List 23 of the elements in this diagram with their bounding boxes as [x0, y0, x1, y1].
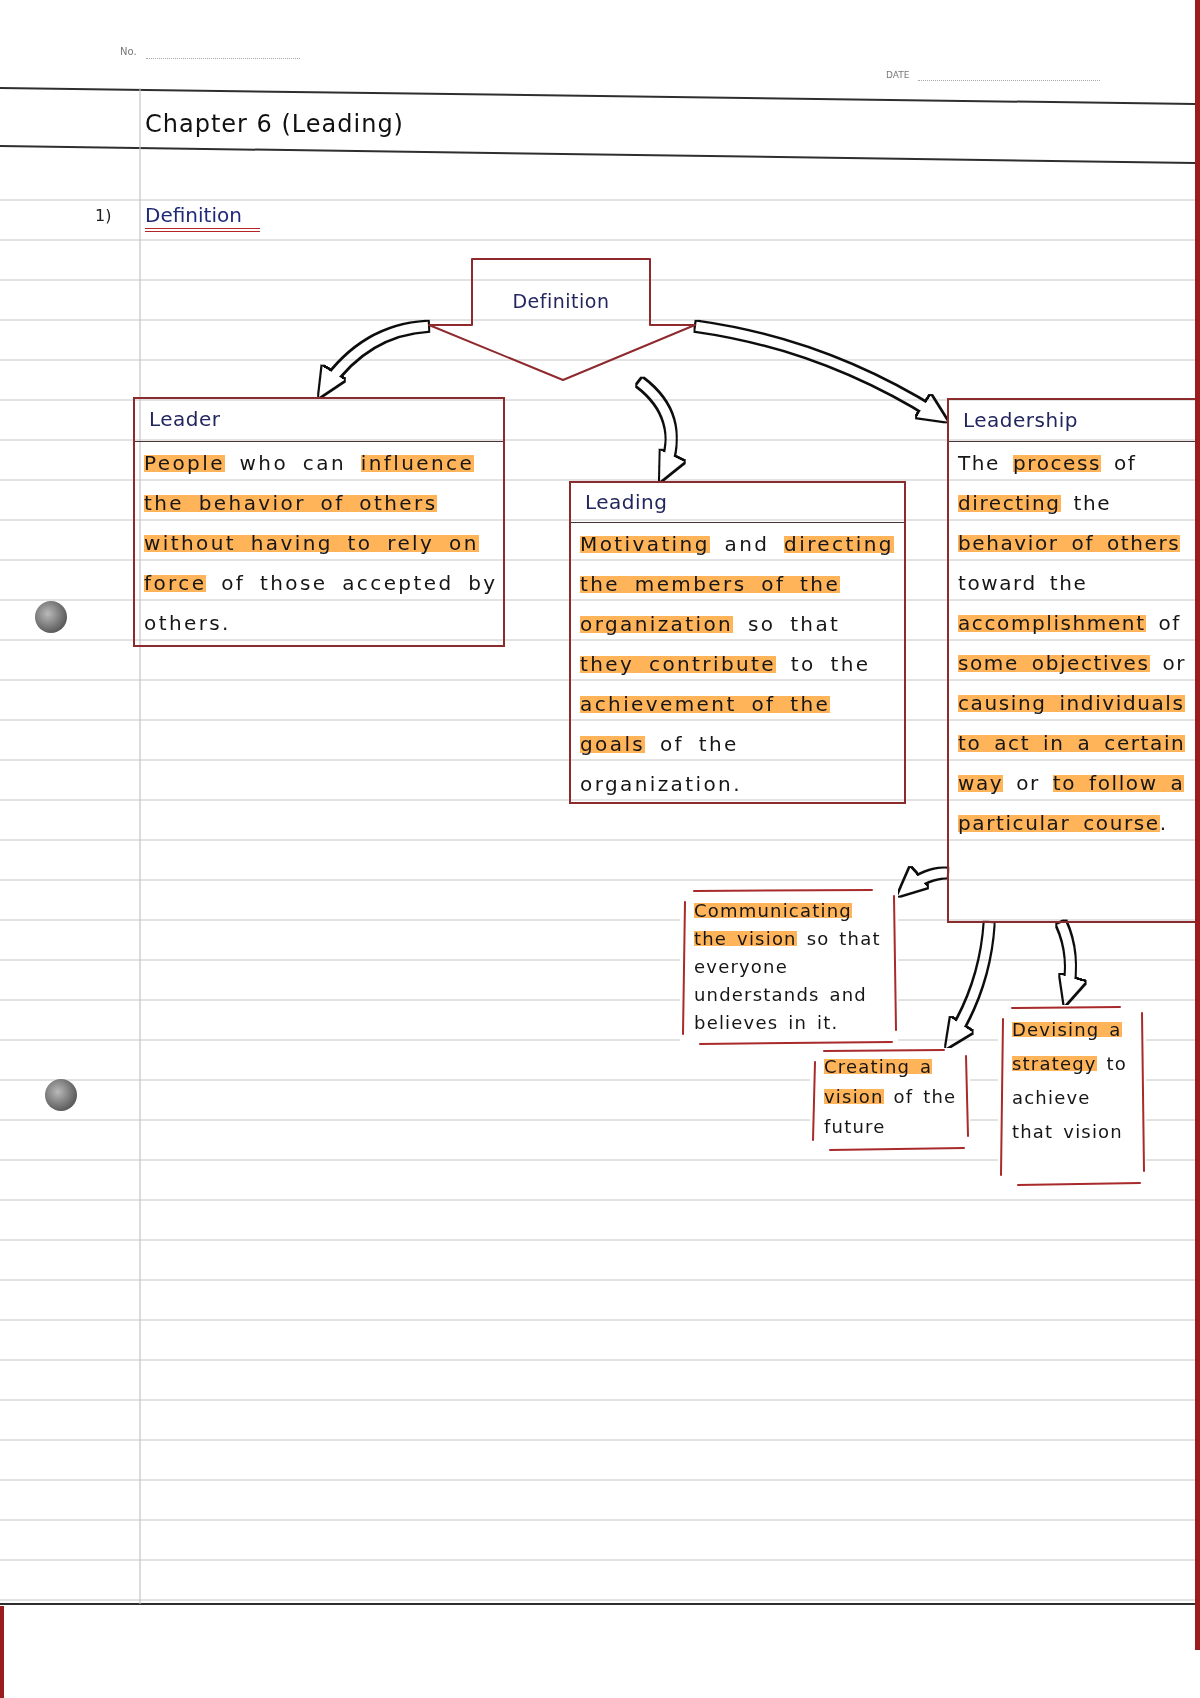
block-arrow [1056, 921, 1085, 1007]
block-arrow [636, 378, 684, 483]
titled-box [133, 397, 505, 647]
box-text: Motivating and directing the members of the organization so that they contribute to the achievement of the goals of the organization. [579, 531, 895, 798]
box-heading: Leading [571, 483, 904, 523]
box-heading: Leader [135, 399, 503, 442]
block-arrow-box [428, 258, 696, 382]
bracket-box [680, 888, 898, 1046]
box-heading: Leadership [949, 400, 1195, 442]
box-text: The process of directing the behavior of others toward the accomplishment of some objectives or causing individuals to act in a certain way or to follow a particular course. [957, 450, 1188, 837]
bracket-box [810, 1048, 970, 1152]
field-label: DATE [886, 70, 910, 80]
box-text: Communicating the vision so that everyone understands and believes in it. [693, 899, 882, 1035]
shape-label: Definition [511, 290, 611, 312]
box-text: Devising a strategy to achieve that vision [1011, 1018, 1129, 1144]
page-title: Chapter 6 (Leading) [145, 110, 404, 138]
bracket-box [998, 1005, 1146, 1187]
titled-box [947, 398, 1195, 923]
box-text: Creating a vision of the future [823, 1055, 958, 1139]
field-label: No. [120, 46, 137, 57]
list-number: 1) [95, 206, 112, 225]
titled-box [569, 481, 906, 804]
section-heading: Definition [145, 203, 260, 232]
